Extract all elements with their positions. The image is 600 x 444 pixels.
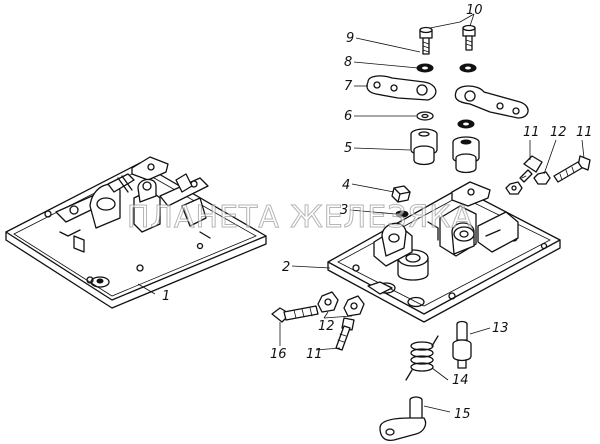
callout-4: 4	[342, 178, 350, 193]
nut-12-small	[505, 181, 523, 195]
callout-5: 5	[344, 141, 352, 156]
callout-8: 8	[344, 55, 352, 70]
callout-11-upper: 11	[523, 125, 540, 140]
base-plate-2	[327, 181, 561, 323]
callout-6: 6	[344, 109, 352, 124]
callout-16: 16	[270, 347, 287, 362]
lever-7-left	[366, 75, 437, 101]
nut-12-lower	[317, 291, 365, 317]
callout-12-lower: 12	[318, 319, 335, 334]
bolt-11-upper	[519, 155, 543, 183]
callout-7: 7	[344, 79, 353, 94]
callout-numbers: 1 2 3 4 5 6 7 8 9 10 11 12 11 12 16 11 1…	[162, 3, 593, 422]
washer-3	[395, 210, 409, 218]
screw-10-right	[462, 24, 476, 51]
callout-3: 3	[340, 203, 348, 218]
callout-11-lower: 11	[306, 347, 323, 362]
bolt-16	[271, 305, 319, 323]
assembled-plate-1	[5, 156, 267, 309]
cam-lever-15	[379, 396, 427, 442]
callout-9: 9	[346, 31, 354, 46]
washer-6	[416, 111, 475, 129]
nut-4	[391, 185, 411, 203]
bolt-11-lower	[335, 317, 355, 351]
callout-11-right: 11	[576, 125, 593, 140]
bushing-5-left	[410, 128, 438, 166]
nut-12-upper	[533, 171, 551, 185]
callout-1: 1	[162, 289, 170, 304]
callout-14: 14	[452, 373, 469, 388]
bushing-5-right	[452, 136, 480, 174]
leader-lines	[137, 13, 585, 413]
pin-13	[452, 320, 472, 369]
lever-7-right	[454, 85, 529, 119]
callout-12-upper: 12	[550, 125, 567, 140]
callout-2: 2	[282, 260, 290, 275]
washer-8	[416, 63, 477, 73]
callout-13: 13	[492, 321, 509, 336]
callout-10: 10	[466, 3, 483, 18]
bolt-11-right	[553, 155, 591, 183]
screw-10-left	[419, 26, 433, 55]
callout-15: 15	[454, 407, 471, 422]
spring-14	[405, 335, 439, 381]
